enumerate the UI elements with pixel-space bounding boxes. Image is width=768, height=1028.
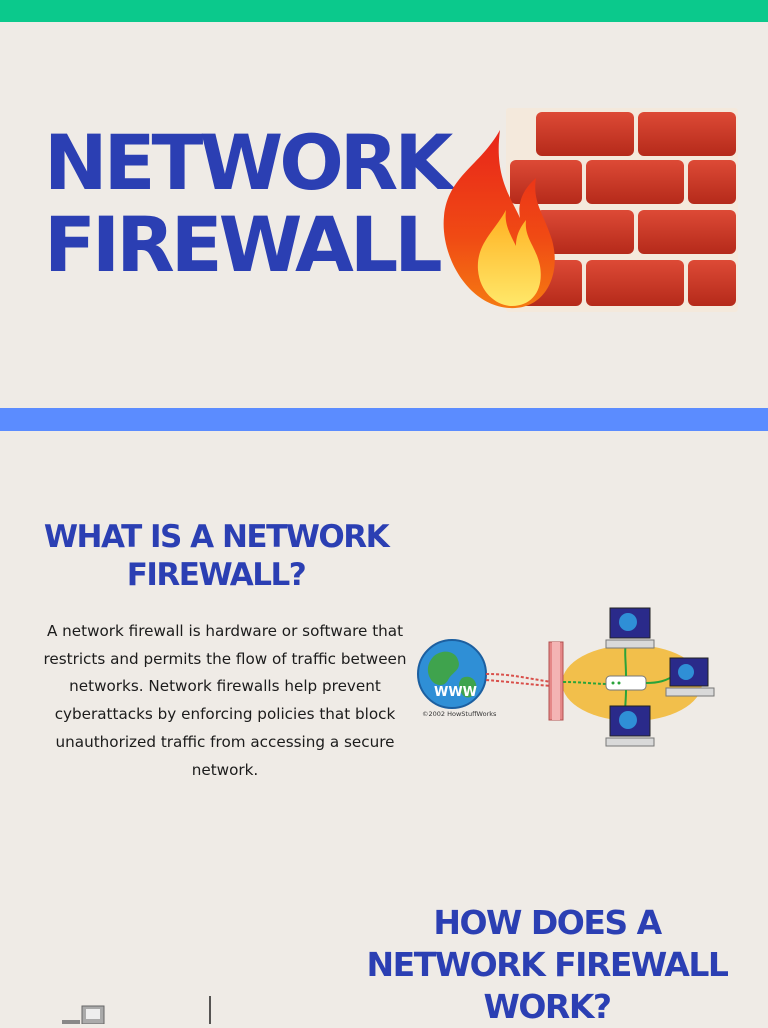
computer-icon [665,657,715,697]
computer-icon [605,607,655,649]
fire-icon [443,130,555,309]
router-icon [605,675,647,691]
network-diagram: WWW ©2002 HowStuffWorks [417,607,715,747]
bottom-diagram-partial [62,996,211,1024]
how-does-heading: HOW DOES A NETWORK FIREWALL WORK? [366,903,729,1026]
page-title: NETWORK FIREWALL [44,118,453,289]
svg-text:WWW: WWW [434,685,477,700]
section-divider-bar [0,408,768,431]
firewall-illustration [443,108,738,312]
what-is-description: A network firewall is hardware or softwa… [43,622,407,779]
top-accent-bar [0,0,768,22]
globe-icon: WWW [417,639,487,709]
copyright-label: ©2002 HowStuffWorks [422,710,497,718]
computer-icon [605,705,655,747]
title-line-2: FIREWALL [44,200,443,289]
what-is-heading: WHAT IS A NETWORK FIREWALL? [43,519,390,593]
computer-icon [62,1005,105,1024]
title-line-1: NETWORK [44,118,453,207]
